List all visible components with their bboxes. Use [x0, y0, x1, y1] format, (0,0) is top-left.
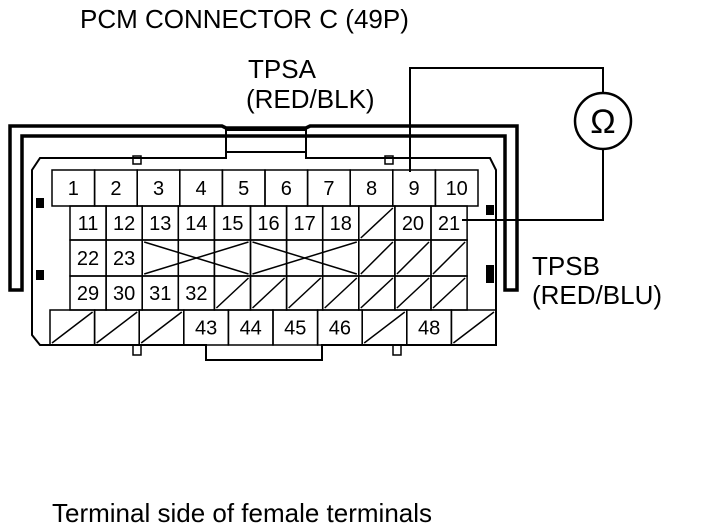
key-left-bottom — [36, 270, 44, 280]
terminal-label-15: 15 — [221, 213, 243, 235]
terminal-label-31: 31 — [149, 283, 171, 305]
key-bottom-right — [392, 344, 402, 356]
tpsb-lead — [462, 149, 604, 221]
terminal-empty — [213, 239, 252, 277]
terminal-label-20: 20 — [402, 213, 424, 235]
terminal-blank-slash — [288, 277, 322, 309]
connector-shell — [8, 124, 519, 292]
terminal-blank-slash — [51, 311, 94, 344]
terminal-label-12: 12 — [113, 213, 135, 235]
terminal-empty — [141, 239, 180, 277]
ohmmeter: Ω — [573, 91, 633, 151]
terminal-label-10: 10 — [446, 178, 468, 200]
terminal-label-43: 43 — [195, 318, 217, 340]
terminal-blank-slash — [432, 241, 466, 275]
terminal-blank-slash — [452, 311, 495, 344]
key-right-top — [486, 205, 494, 215]
terminal-label-6: 6 — [281, 178, 292, 200]
terminal-blank-slash — [360, 241, 394, 275]
terminal-label-48: 48 — [418, 318, 440, 340]
terminal-blank-slash — [140, 311, 183, 344]
tpsa-lead — [409, 67, 604, 172]
terminal-label-13: 13 — [149, 213, 171, 235]
terminal-blank-slash — [360, 277, 394, 309]
terminal-blank-slash — [363, 311, 406, 344]
key-bottom-left — [132, 344, 142, 356]
terminal-blank-cross — [143, 241, 249, 275]
terminal-label-46: 46 — [329, 318, 351, 340]
key-top-right — [384, 155, 394, 165]
terminal-blank-slash — [432, 277, 466, 309]
terminal-label-44: 44 — [240, 318, 262, 340]
terminal-label-2: 2 — [110, 178, 121, 200]
footer-caption: Terminal side of female terminals — [52, 498, 432, 528]
terminal-label-17: 17 — [294, 213, 316, 235]
terminal-blank-slash — [360, 207, 394, 239]
tpsb-wire-label: (RED/BLU) — [532, 280, 662, 310]
diagram-title: PCM CONNECTOR C (49P) — [80, 4, 409, 34]
terminal-label-29: 29 — [77, 283, 99, 305]
terminal-blank-cross — [252, 241, 358, 275]
terminal-label-8: 8 — [366, 178, 377, 200]
terminal-empty — [450, 309, 497, 346]
terminal-empty — [249, 239, 288, 277]
terminal-label-18: 18 — [330, 213, 352, 235]
terminal-blank-slash — [215, 277, 250, 309]
connector-latch — [225, 129, 307, 153]
tpsb-label: TPSB — [532, 251, 600, 281]
tpsa-wire-label: (RED/BLK) — [246, 84, 375, 114]
terminal-blank-slash — [96, 311, 138, 344]
tpsa-label: TPSA — [248, 54, 317, 84]
key-left-top — [36, 198, 44, 208]
terminal-label-22: 22 — [77, 248, 99, 270]
terminal-label-11: 11 — [78, 213, 99, 235]
terminal-label-23: 23 — [113, 248, 135, 270]
terminal-label-7: 7 — [323, 178, 334, 200]
terminal-label-32: 32 — [185, 283, 207, 305]
terminal-label-16: 16 — [257, 213, 279, 235]
terminal-label-30: 30 — [113, 283, 135, 305]
terminal-label-45: 45 — [284, 318, 306, 340]
terminal-label-21: 21 — [438, 213, 460, 235]
terminal-label-5: 5 — [238, 178, 249, 200]
terminal-blank-slash — [396, 241, 430, 275]
terminal-label-9: 9 — [409, 178, 420, 200]
key-top-left — [132, 155, 142, 165]
terminal-label-4: 4 — [196, 178, 207, 200]
terminal-label-3: 3 — [153, 178, 164, 200]
terminal-empty — [321, 239, 360, 277]
terminal-label-14: 14 — [185, 213, 207, 235]
ohm-symbol: Ω — [590, 103, 615, 141]
terminal-blank-slash — [251, 277, 286, 309]
terminal-blank-slash — [396, 277, 430, 309]
key-right-bottom — [486, 265, 494, 283]
terminal-label-1: 1 — [68, 178, 79, 200]
terminal-blank-slash — [324, 277, 358, 309]
